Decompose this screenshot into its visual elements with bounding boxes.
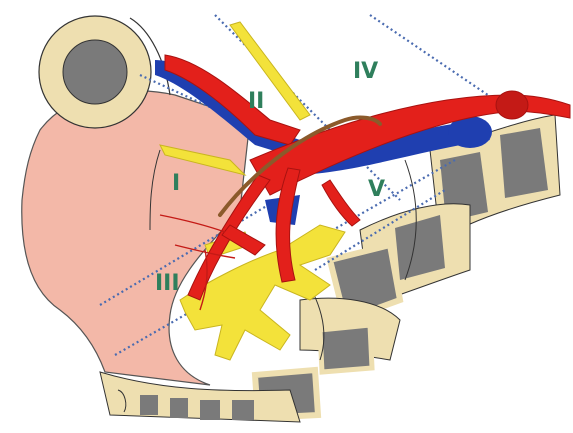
label-zone-4: IV [353,59,378,84]
label-zone-5: V [368,177,385,202]
label-zone-1: I [172,171,180,196]
label-zone-2: II [248,89,264,114]
artery-stub [496,91,528,119]
vertebra-ring [39,16,151,128]
label-zone-3: III [155,271,180,296]
